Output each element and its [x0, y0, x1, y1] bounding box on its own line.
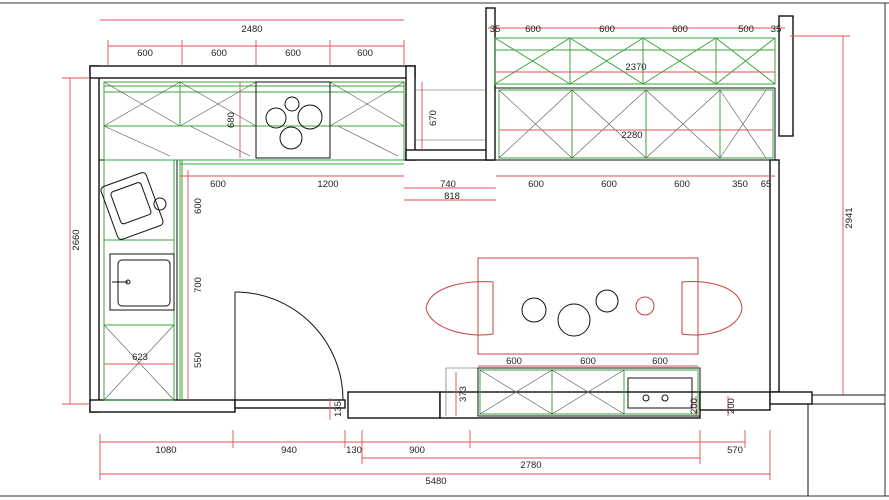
dim-left-550: 550	[193, 352, 204, 368]
dim-right-top-1: 35	[490, 24, 501, 35]
dim-sink-width: 623	[132, 352, 148, 363]
dim-top-module-2: 600	[211, 48, 227, 59]
dim-bottom-depth: 373	[458, 386, 469, 402]
dim-right-upper-length: 2370	[625, 62, 646, 73]
dim-bottom-570: 570	[727, 445, 743, 456]
walls	[89, 7, 885, 496]
dim-right-top-3: 600	[599, 24, 615, 35]
dim-top-module-4: 600	[357, 48, 373, 59]
top-left-cabinets	[98, 77, 407, 161]
dim-mid-65: 65	[761, 179, 772, 190]
dim-island-2: 600	[580, 356, 596, 367]
left-cabinets	[98, 159, 404, 401]
dim-bottom-900: 900	[409, 445, 425, 456]
dim-mid-350: 350	[732, 179, 748, 190]
dim-mid-600-b: 600	[528, 179, 544, 190]
dim-bottom-940: 940	[281, 445, 297, 456]
dim-top-module-3: 600	[285, 48, 301, 59]
dim-mid-1200: 1200	[317, 179, 338, 190]
dim-left-700: 700	[193, 277, 204, 293]
dim-right-height: 2941	[844, 207, 855, 228]
dim-right-top-2: 600	[525, 24, 541, 35]
cooktop	[255, 81, 331, 159]
dim-top-module-1: 600	[137, 48, 153, 59]
dim-bottom-run-length: 2780	[520, 460, 541, 471]
dim-island-3: 600	[652, 356, 668, 367]
sink	[109, 253, 175, 311]
dim-bottom-130: 130	[346, 445, 362, 456]
dim-bottom-1080: 1080	[155, 445, 176, 456]
dim-right-lower-length: 2280	[621, 130, 642, 141]
dim-mid-600: 600	[210, 179, 226, 190]
dim-left-600: 600	[193, 198, 204, 214]
dim-right-top-5: 500	[738, 24, 754, 35]
chair-right	[681, 281, 743, 336]
dim-left-height: 2660	[71, 229, 82, 250]
dim-mid-600-d: 600	[674, 179, 690, 190]
dim-niche-depth: 670	[428, 110, 439, 126]
corner-appliance	[100, 172, 167, 240]
dim-bottom-small-2: 200	[726, 398, 737, 414]
dim-right-top-6: 35	[771, 24, 782, 35]
dim-bottom-small-1: 200	[689, 398, 700, 414]
bottom-cabinets	[445, 367, 701, 417]
top-right-upper-cabinets	[494, 37, 776, 85]
dim-mid-818: 818	[444, 191, 460, 202]
dim-top-overall: 2480	[241, 24, 262, 35]
dim-overall-width: 5480	[425, 476, 446, 487]
dimension-labels: 2480 600 600 600 600 35 600 600 600 500 …	[71, 24, 855, 487]
dim-cooktop-depth: 680	[226, 112, 237, 128]
door	[234, 291, 344, 401]
dim-right-top-4: 600	[672, 24, 688, 35]
dim-door-gap: 135	[333, 401, 344, 417]
dim-mid-600-c: 600	[601, 179, 617, 190]
dim-island-1: 600	[506, 356, 522, 367]
dim-mid-740: 740	[440, 179, 456, 190]
chair-left	[425, 281, 494, 336]
top-right-lower-cabinets	[494, 87, 776, 161]
dimension-lines	[62, 19, 850, 480]
niche	[415, 89, 486, 141]
island	[425, 257, 743, 355]
